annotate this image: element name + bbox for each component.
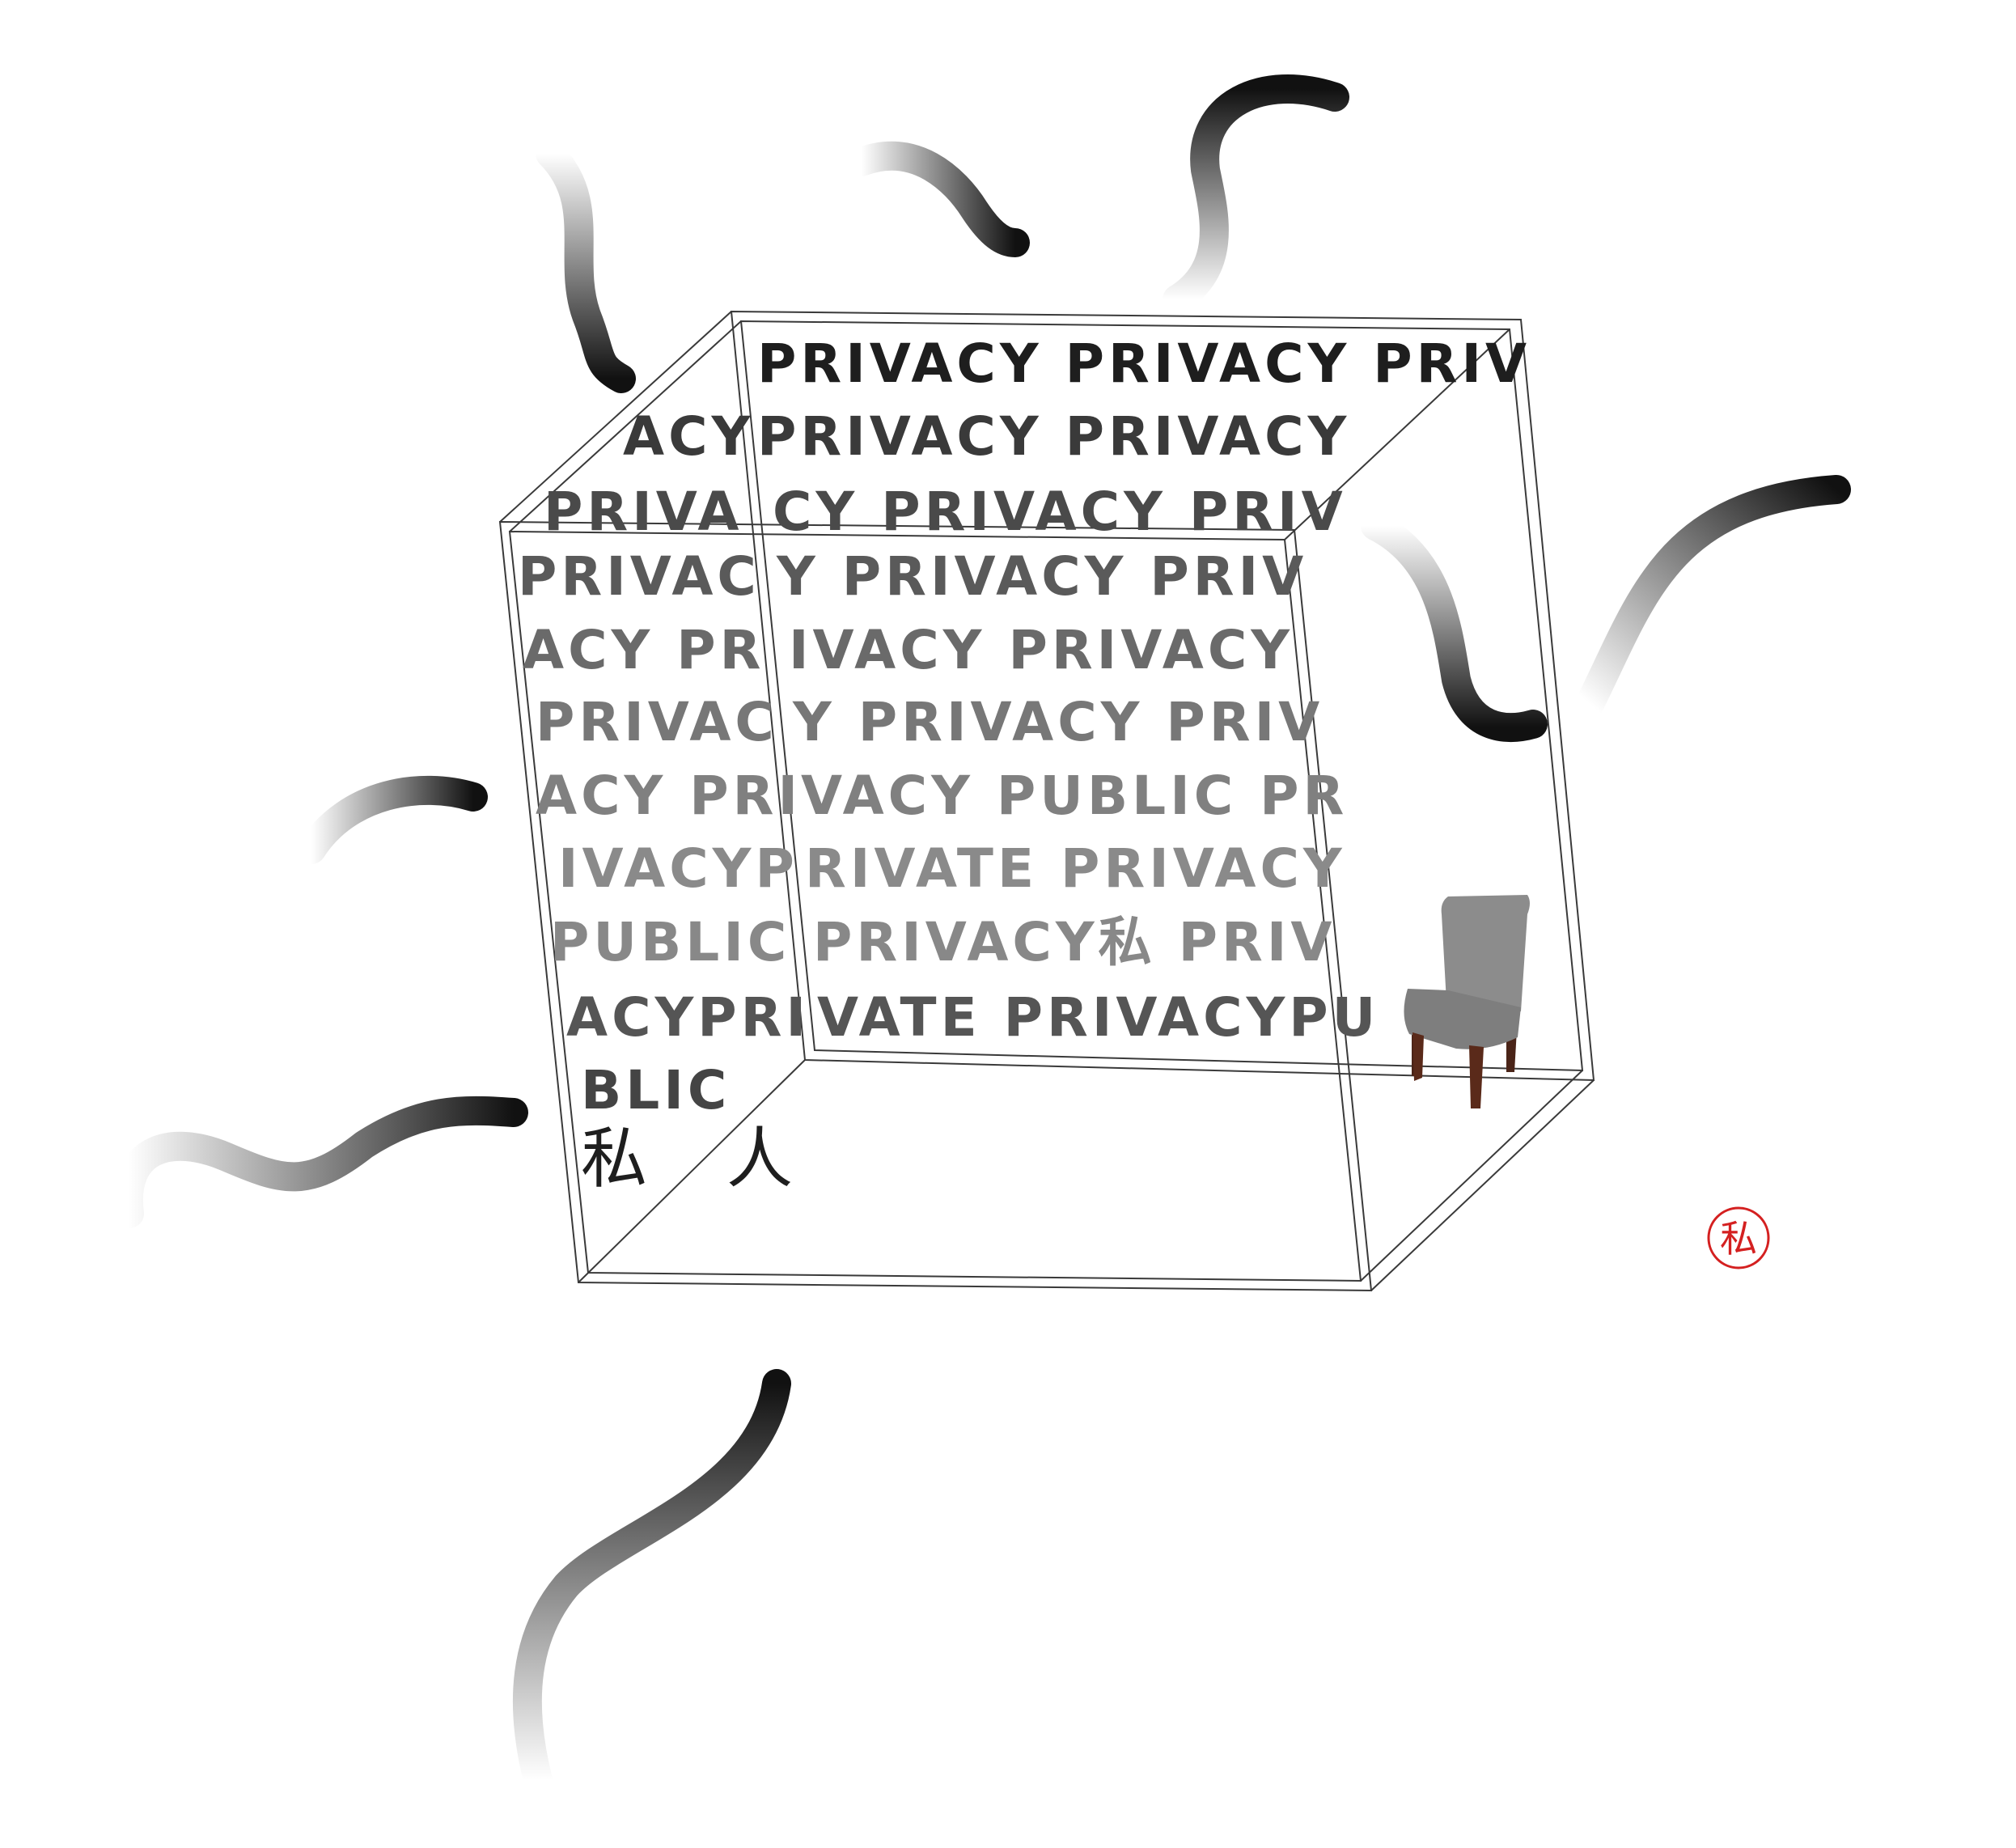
squiggle-right-middle (1361, 511, 1548, 743)
chair-backrest (1441, 895, 1530, 1011)
left-row-5: PRIVAC (536, 691, 778, 753)
chair-image (1404, 895, 1530, 1108)
floor-char-si: 私 (581, 1121, 647, 1197)
squiggle-top-left (536, 139, 636, 393)
back-row-7: VACY PUBLIC PR (801, 765, 1348, 827)
floor-char-ren: 人 (726, 1121, 793, 1197)
seal-circle (1707, 1206, 1770, 1269)
back-row-1: PRIVACY PRIVACY PRIV (757, 333, 1531, 395)
left-row-8: PUBLIC (550, 911, 790, 973)
left-row-4: ACY PR (523, 619, 764, 681)
left-row-7: IVACYP (558, 837, 798, 900)
box-edge-top-right (1284, 328, 1510, 540)
chair-front-leg-right (1469, 1045, 1484, 1108)
box-edge-top-left-inner (509, 320, 742, 532)
left-row-2: PRIVA (544, 481, 743, 543)
left-row-10: BLIC (581, 1059, 731, 1121)
back-row-6: Y PRIVACY PRIV (792, 691, 1324, 753)
squiggle-left-lower (113, 1096, 528, 1228)
back-row-5: IVACY PRIVACY (789, 619, 1294, 681)
box-edge-bottom-left (578, 1059, 806, 1283)
squiggle-top-right (1163, 74, 1349, 314)
box-edge-bottom-right-inner (1360, 1070, 1583, 1282)
left-row-1: ACY (623, 405, 754, 468)
chair-seat (1404, 989, 1521, 1049)
seal-stamp: 私 (1707, 1206, 1770, 1269)
wire-box (498, 310, 1595, 1292)
squiggle-bottom (512, 1369, 791, 1795)
back-wall-text: PRIVACY PRIVACY PRIV PRIVACY PRIVACY CY … (757, 333, 1531, 1049)
chair-front-leg-left (1412, 1032, 1424, 1081)
back-row-2: PRIVACY PRIVACY (757, 405, 1350, 468)
back-row-8: RIVATE PRIVACY (805, 837, 1346, 900)
squiggle-top-center (847, 141, 1030, 257)
back-row-4: Y PRIVACY PRIV (776, 545, 1307, 608)
back-row-9: PRIVACY私 PRIV (813, 911, 1336, 973)
squiggle-left-middle (297, 775, 488, 864)
left-wall-text: ACY PRIVA PRIVAC ACY PR PRIVAC ACY PRI I… (518, 405, 810, 1121)
box-edge-top-left (499, 311, 732, 523)
back-row-3: CY PRIVACY PRIV (773, 481, 1347, 543)
squiggle-right-upper (1575, 475, 1851, 718)
left-row-9: ACYPRI (566, 986, 810, 1049)
left-row-6: ACY PRI (536, 765, 802, 827)
squiggle-group (113, 74, 1851, 1795)
left-row-3: PRIVAC (518, 545, 760, 608)
seal-char: 私 (1720, 1217, 1757, 1261)
box-edge-bottom-right (1370, 1079, 1595, 1291)
back-row-10: VATE PRIVACYPU (817, 986, 1379, 1049)
